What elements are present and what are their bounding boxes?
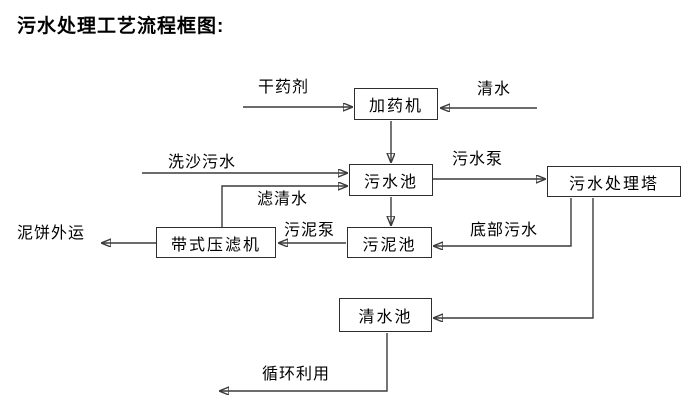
node-sewage-treatment-tower: 污水处理塔 — [547, 166, 681, 197]
flow-label-mud-cake-outbound: 泥饼外运 — [17, 225, 86, 242]
diagram-title: 污水处理工艺流程框图: — [17, 16, 225, 37]
flow-label-recycling: 循环利用 — [262, 366, 331, 383]
flow-label-clear-water: 清水 — [477, 81, 512, 98]
flow-label-filtered-water: 滤清水 — [257, 191, 309, 208]
flow-label-dry-agent: 干药剂 — [258, 79, 310, 96]
node-clear-water-pool: 清水池 — [339, 298, 432, 332]
edge-recycling-arrow — [220, 333, 388, 391]
edge-bottom-sewage-arrow — [434, 198, 572, 246]
node-dosing-machine: 加药机 — [354, 88, 438, 120]
node-belt-filter-press: 带式压滤机 — [156, 227, 276, 258]
edge-filtered-water-arrow — [221, 186, 347, 227]
node-sludge-pool: 污泥池 — [347, 227, 432, 258]
node-sewage-pool: 污水池 — [349, 164, 433, 196]
edge-tower-to-clear-water-pool-arrow — [434, 198, 594, 318]
flow-label-sludge-pump: 污泥泵 — [284, 222, 336, 239]
flow-label-sewage-pump: 污水泵 — [452, 151, 504, 168]
flow-label-sand-washing-sewage: 洗沙污水 — [168, 154, 237, 171]
flow-label-bottom-sewage: 底部污水 — [470, 222, 539, 239]
